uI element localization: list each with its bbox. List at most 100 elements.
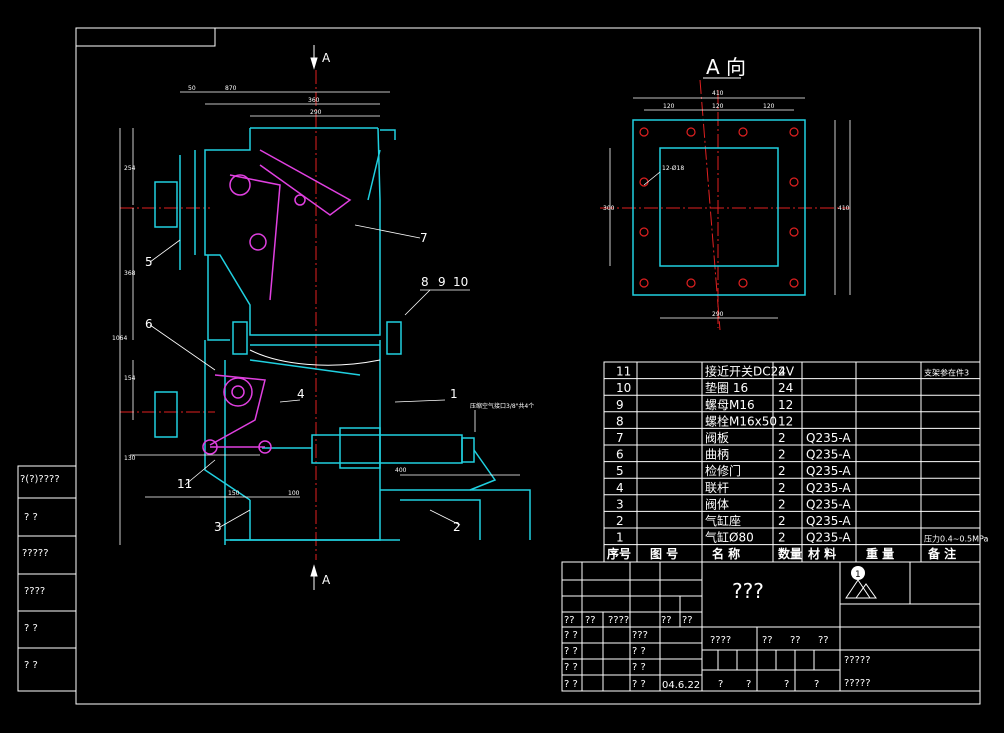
left-strip-6: ? ? (24, 660, 38, 671)
bom-no-4: 4 (616, 481, 624, 495)
bom-qty-4: 2 (778, 481, 786, 495)
callout-4: 4 (297, 387, 305, 401)
cylinder (262, 427, 497, 491)
dim-top-4: 50 (188, 85, 196, 92)
bom-mat-2: Q235-A (806, 514, 851, 528)
bom-name-4: 联杆 (705, 481, 729, 495)
bom-no-11: 11 (616, 365, 631, 379)
callout-8: 8 (421, 275, 429, 289)
callout-10: 10 (453, 275, 468, 289)
bom-header-3: 数量 (778, 546, 802, 561)
tb-a-1: ?? (585, 615, 596, 626)
handles (154, 181, 402, 438)
tb-d-1: ? ? (632, 662, 646, 673)
bom-header-5: 重 量 (866, 546, 894, 561)
callout-2: 2 (453, 520, 461, 534)
tb-b-0: ? ? (564, 630, 578, 641)
left-strip-1: ?(?)???? (20, 474, 60, 485)
callout-6: 6 (145, 317, 153, 331)
dim-left-3: 1064 (112, 335, 127, 342)
sheet-border (75, 27, 981, 705)
aview-holes: 12-Ø18 (662, 165, 684, 172)
dim-misc-1: 130 (124, 455, 136, 462)
mechanism (202, 149, 352, 455)
tb-date: 04.6.22 (662, 680, 700, 691)
aview-dim-inner: 300 (603, 205, 615, 212)
callout-5: 5 (145, 255, 153, 269)
tb-mid-2: ?? (790, 635, 801, 646)
bom-mat-6: Q235-A (806, 448, 851, 462)
aview-dim-top: 410 (712, 90, 724, 97)
bom-mat-1: Q235-A (806, 531, 851, 545)
bom-qty-11: 2 (778, 365, 786, 379)
dim-left-4: 154 (124, 375, 136, 382)
bom-name-5: 检修门 (705, 463, 741, 478)
leader-lines (149, 224, 476, 528)
break-lines (249, 349, 381, 366)
dim-misc-2: 100 (288, 490, 300, 497)
valve-body (179, 127, 531, 545)
bom-header-0: 序号 (607, 546, 631, 561)
callout-11: 11 (177, 477, 192, 491)
dim-left-2: 368 (124, 270, 136, 277)
a-view (609, 97, 851, 319)
bom-header-1: 图 号 (650, 546, 678, 561)
bom-qty-8: 12 (778, 414, 793, 428)
bom-header-2: 名 称 (712, 546, 740, 561)
callout-9: 9 (438, 275, 446, 289)
aview-dim-right: 410 (838, 205, 850, 212)
aview-dim-sub-1: 120 (663, 103, 675, 110)
left-strip-2: ? ? (24, 512, 38, 523)
bom-no-7: 7 (616, 431, 624, 445)
lower-chamber (204, 340, 400, 541)
bom-qty-3: 2 (778, 497, 786, 511)
tb-bot-3: ? (814, 679, 819, 690)
callout-1: 1 (450, 387, 458, 401)
view-title: A 向 (706, 55, 746, 79)
dim-misc-4: 150 (228, 490, 240, 497)
tb-right-1: ????? (844, 655, 871, 666)
bom-qty-1: 2 (778, 531, 786, 545)
dim-misc-3: 400 (395, 467, 407, 474)
bom-qty-2: 2 (778, 514, 786, 528)
dim-left-1: 254 (124, 165, 136, 172)
dim-top-3: 290 (310, 109, 322, 116)
tb-e-1: ? ? (632, 679, 646, 690)
mark-number: 1 (855, 570, 861, 580)
left-strip-5: ? ? (24, 623, 38, 634)
callout-3: 3 (214, 520, 222, 534)
tb-mid-1: ?? (762, 635, 773, 646)
section-mark-bottom: A (322, 573, 331, 587)
bom-name-9: 螺母M16 (705, 398, 755, 412)
tb-a-0: ?? (564, 615, 575, 626)
roughness-mark (845, 566, 877, 599)
bom-name-2: 气缸座 (705, 513, 741, 528)
pipe-note: 压缩空气接口3/8"共4个 (470, 402, 534, 410)
tb-e-0: ? ? (564, 679, 578, 690)
bom-header-4: 材 料 (807, 546, 836, 561)
bom-name-3: 阀体 (705, 497, 729, 511)
bom-mat-7: Q235-A (806, 431, 851, 445)
aview-dim-sub-3: 120 (763, 103, 775, 110)
tb-right-2: ????? (844, 678, 871, 689)
bom-no-9: 9 (616, 398, 624, 412)
bom-no-3: 3 (616, 497, 624, 511)
bom-no-10: 10 (616, 381, 631, 395)
bom-name-6: 曲柄 (705, 448, 729, 462)
drawing-name: ??? (732, 579, 764, 603)
bom-name-11: 接近开关DC24V (705, 364, 795, 379)
tb-bot-1: ? (746, 679, 751, 690)
bom-name-8: 螺栓M16x50 (705, 413, 777, 428)
bom-mat-3: Q235-A (806, 497, 851, 511)
tb-mid-0: ???? (710, 635, 731, 646)
left-strip-lines (18, 497, 76, 649)
tb-bot-2: ? (784, 679, 789, 690)
bom-qty-6: 2 (778, 448, 786, 462)
bom-header-6: 备 注 (927, 546, 956, 561)
bom-no-5: 5 (616, 464, 624, 478)
bom-qty-10: 24 (778, 381, 793, 395)
callout-7: 7 (420, 231, 428, 245)
left-strip-4: ???? (24, 586, 45, 597)
bom-qty-5: 2 (778, 464, 786, 478)
